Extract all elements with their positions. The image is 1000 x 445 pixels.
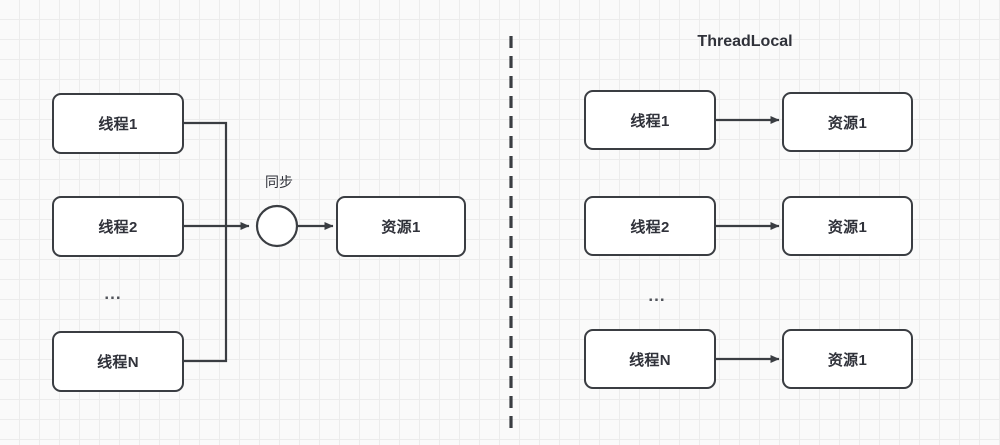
left-thread-label-2: 线程2 xyxy=(98,219,138,236)
sync-circle xyxy=(255,204,299,248)
left-thread-box-2[interactable]: 线程2 xyxy=(52,196,184,257)
left-ellipsis: ... xyxy=(104,284,122,303)
right-resource-label-1: 资源1 xyxy=(827,114,868,132)
left-resource-box[interactable]: 资源1 xyxy=(336,196,466,257)
right-resource-box-2[interactable]: 资源1 xyxy=(782,196,913,256)
right-thread-box-1[interactable]: 线程1 xyxy=(584,90,716,150)
right-thread-label-2: 线程2 xyxy=(630,218,670,236)
left-resource-label: 资源1 xyxy=(381,219,421,236)
right-resource-label-2: 资源1 xyxy=(827,218,868,236)
connector-thread1-to-bus xyxy=(182,121,228,228)
left-thread-box-3[interactable]: 线程N xyxy=(52,331,184,392)
sync-label: 同步 xyxy=(265,174,293,190)
right-panel-title: ThreadLocal xyxy=(697,33,793,50)
right-thread-label-1: 线程1 xyxy=(630,112,670,130)
right-thread-box-3[interactable]: 线程N xyxy=(584,329,716,389)
right-thread-label-3: 线程N xyxy=(629,351,671,369)
right-resource-box-3[interactable]: 资源1 xyxy=(782,329,913,389)
left-thread-label-3: 线程N xyxy=(97,354,139,371)
right-resource-box-1[interactable]: 资源1 xyxy=(782,92,913,152)
right-thread-box-2[interactable]: 线程2 xyxy=(584,196,716,256)
connector-threadN-to-bus xyxy=(182,224,228,363)
left-thread-box-1[interactable]: 线程1 xyxy=(52,93,184,154)
right-ellipsis: ... xyxy=(648,286,666,305)
left-thread-label-1: 线程1 xyxy=(98,116,138,133)
right-resource-label-3: 资源1 xyxy=(827,351,868,369)
